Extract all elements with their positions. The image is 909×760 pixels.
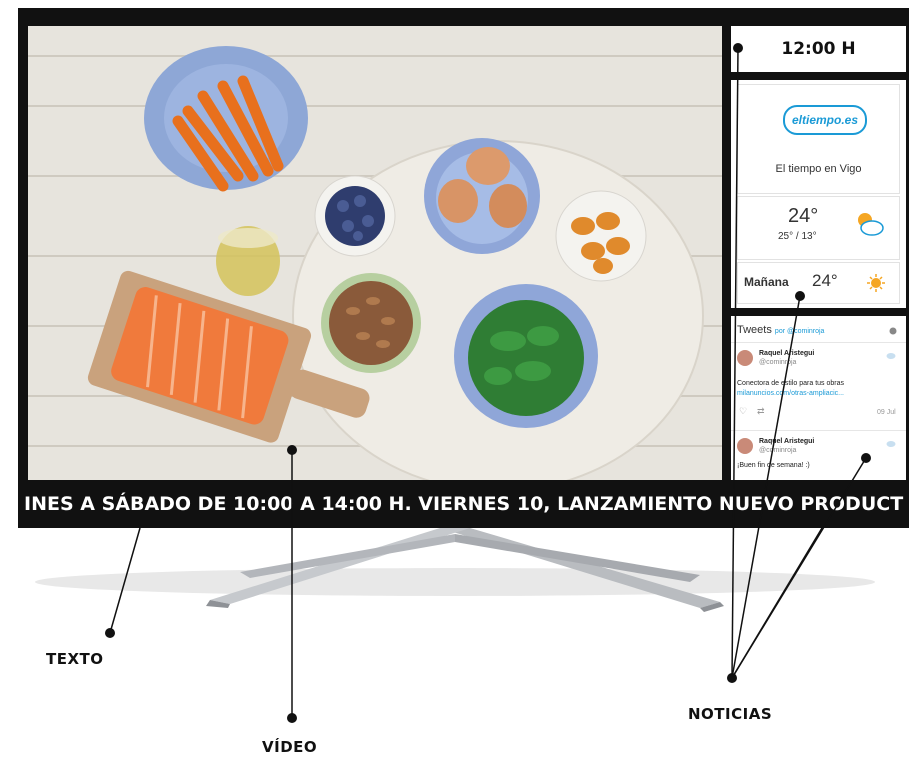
tomorrow-label: Mañana (744, 275, 789, 289)
twitter-bird-icon (886, 353, 896, 359)
tweet-date: 09 Jul (877, 409, 896, 416)
avatar (737, 350, 753, 366)
tweet-handle: @cominroja (759, 359, 797, 366)
label-noticias: NOTICIAS (688, 705, 773, 723)
tomorrow-temp: 24° (812, 271, 838, 290)
partly-cloudy-icon (858, 213, 884, 236)
label-texto: TEXTO (46, 650, 104, 668)
clock-time: 12:00 H (781, 39, 856, 59)
weather-widget[interactable]: eltiempo.es El tiempo en Vigo 24° 25° / … (731, 80, 906, 308)
weather-logo[interactable]: eltiempo.es (783, 105, 867, 135)
tweet-author: Raquel Aristegui (759, 350, 815, 357)
today-temp: 24° (788, 205, 819, 227)
tweet-text: Conectora de estilo para tus obras (737, 380, 845, 387)
twitter-bird-icon (886, 441, 896, 447)
tweet-item[interactable]: Raquel Aristegui @cominroja Conectora de… (731, 346, 906, 430)
info-icon[interactable] (889, 327, 897, 335)
ticker-bar: INES A SÁBADO DE 10:00 A 14:00 H. VIERNE… (18, 480, 909, 528)
weather-tomorrow-card: Mañana 24° (737, 262, 900, 304)
ticker-text: INES A SÁBADO DE 10:00 A 14:00 H. VIERNE… (24, 493, 904, 515)
label-video: VÍDEO (262, 738, 318, 756)
noticias-dot (727, 673, 737, 683)
video-dot (287, 713, 297, 723)
weather-today-card: 24° 25° / 13° (737, 196, 900, 260)
tweet-text: ¡Buen fin de semana! :) (737, 462, 810, 469)
tweets-header-by: por @cominroja (774, 328, 825, 335)
tweet-item[interactable]: Raquel Aristegui @cominroja ¡Buen fin de… (731, 434, 906, 481)
tweet-link[interactable]: milanuncios.com/otras-ampliacic... (737, 390, 844, 397)
clock-widget: 12:00 H (731, 26, 906, 72)
tweet-author: Raquel Aristegui (759, 438, 815, 445)
tweets-widget[interactable]: Tweets por @cominroja Raquel Aristegui @… (731, 316, 906, 481)
video-panel[interactable] (28, 26, 722, 480)
retweet-icon[interactable]: ⇄ (757, 406, 765, 416)
heart-icon[interactable]: ♡ (739, 406, 748, 416)
tweets-header: Tweets por @cominroja (737, 324, 825, 336)
texto-dot (105, 628, 115, 638)
sun-icon (867, 274, 885, 292)
weather-city: El tiempo en Vigo (775, 163, 862, 175)
tv-stand (35, 528, 875, 612)
tweet-handle: @cominroja (759, 447, 797, 454)
today-range: 25° / 13° (778, 231, 817, 242)
avatar (737, 438, 753, 454)
food-photo (28, 26, 722, 480)
weather-header-card: eltiempo.es El tiempo en Vigo (737, 84, 900, 194)
